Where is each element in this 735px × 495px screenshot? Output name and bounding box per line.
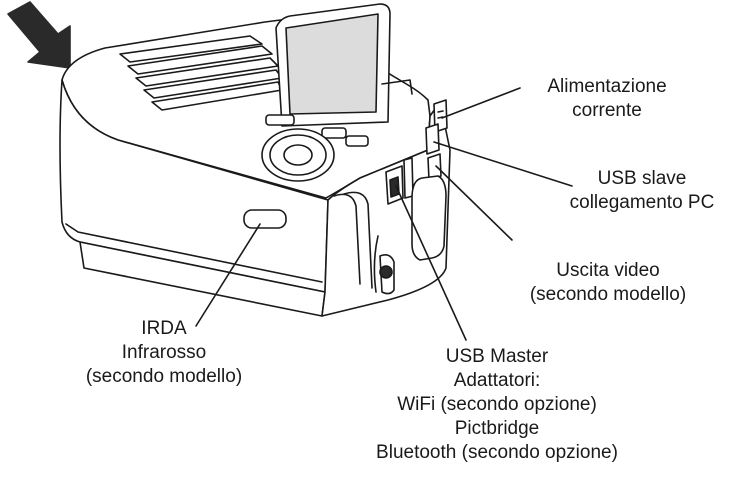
side-door: [411, 175, 447, 261]
leader-power: [441, 87, 521, 119]
label-video-out: Uscita video (secondo modello): [508, 259, 708, 307]
leader-usb-master: [395, 185, 467, 341]
leader-irda: [195, 223, 261, 327]
usb-slave-port: [425, 123, 440, 155]
leader-video-out: [435, 165, 513, 241]
lcd-screen: [285, 13, 379, 115]
label-irda-line2: Infrarosso: [121, 342, 207, 363]
menu-button: [265, 114, 295, 126]
label-video-out-line1: Uscita video: [556, 260, 660, 281]
label-usb-master: USB Master Adattatori: WiFi (secondo opz…: [362, 345, 632, 465]
irda-window: [243, 209, 287, 229]
label-usb-master-line1: USB Master: [445, 346, 549, 367]
label-power-line2: corrente: [572, 100, 642, 121]
label-power: Alimentazione corrente: [518, 75, 696, 123]
label-usb-master-line5: Bluetooth (secondo opzione): [376, 442, 618, 463]
label-irda-line1: IRDA: [141, 318, 187, 339]
label-usb-master-line3: WiFi (secondo opzione): [397, 394, 597, 415]
label-usb-slave-line1: USB slave: [597, 168, 687, 189]
label-video-out-line2: (secondo modello): [529, 284, 687, 305]
label-irda-line3: (secondo modello): [85, 366, 243, 387]
label-usb-master-line2: Adattatori:: [453, 370, 541, 391]
back-button: [321, 127, 347, 139]
arrow-icon: [7, 1, 71, 69]
label-usb-master-line4: Pictbridge: [454, 418, 540, 439]
label-power-line1: Alimentazione: [547, 76, 667, 97]
label-usb-slave: USB slave collegamento PC: [552, 167, 732, 215]
video-port: [427, 153, 442, 181]
label-irda: IRDA Infrarosso (secondo modello): [64, 317, 264, 389]
ok-button: [345, 135, 369, 147]
printer-front: [59, 79, 329, 293]
label-usb-slave-line2: collegamento PC: [569, 192, 715, 213]
leader-usb-slave: [433, 141, 573, 187]
nav-center-button: [283, 144, 313, 166]
